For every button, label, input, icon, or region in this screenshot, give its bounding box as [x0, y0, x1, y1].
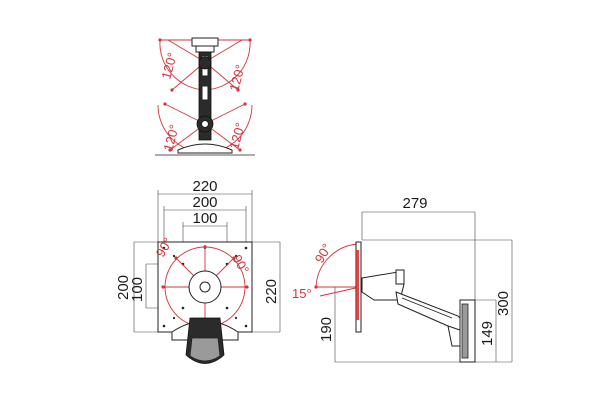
- upper-right-angle: 120°: [226, 63, 247, 93]
- side-arm: [395, 291, 471, 335]
- front-view: 220 200 100 200 100 220: [115, 178, 281, 364]
- lower-left-angle: 120°: [160, 123, 181, 153]
- tilt-down-label: 15°: [292, 286, 312, 301]
- height-outer-left-label: 200: [115, 275, 132, 300]
- tilt-up-label: 90°: [312, 241, 335, 266]
- height-right-label: 220: [263, 279, 280, 304]
- side-tilt-arc: [315, 243, 361, 288]
- height-inner-left-label: 100: [129, 277, 146, 302]
- height-left-label: 190: [318, 317, 335, 342]
- top-view: 120° 120° 120° 120°: [155, 37, 255, 156]
- width-inner-label: 100: [192, 210, 217, 227]
- width-outer-label: 220: [192, 178, 217, 195]
- height-base-label: 149: [479, 321, 496, 346]
- upper-left-angle: 120°: [158, 51, 179, 81]
- lower-right-angle: 120°: [226, 121, 247, 151]
- side-view: 279 300 149 190 90° 15°: [292, 195, 513, 363]
- height-total-label: 300: [495, 291, 512, 316]
- depth-label: 279: [402, 195, 427, 212]
- width-middle-label: 200: [192, 194, 217, 211]
